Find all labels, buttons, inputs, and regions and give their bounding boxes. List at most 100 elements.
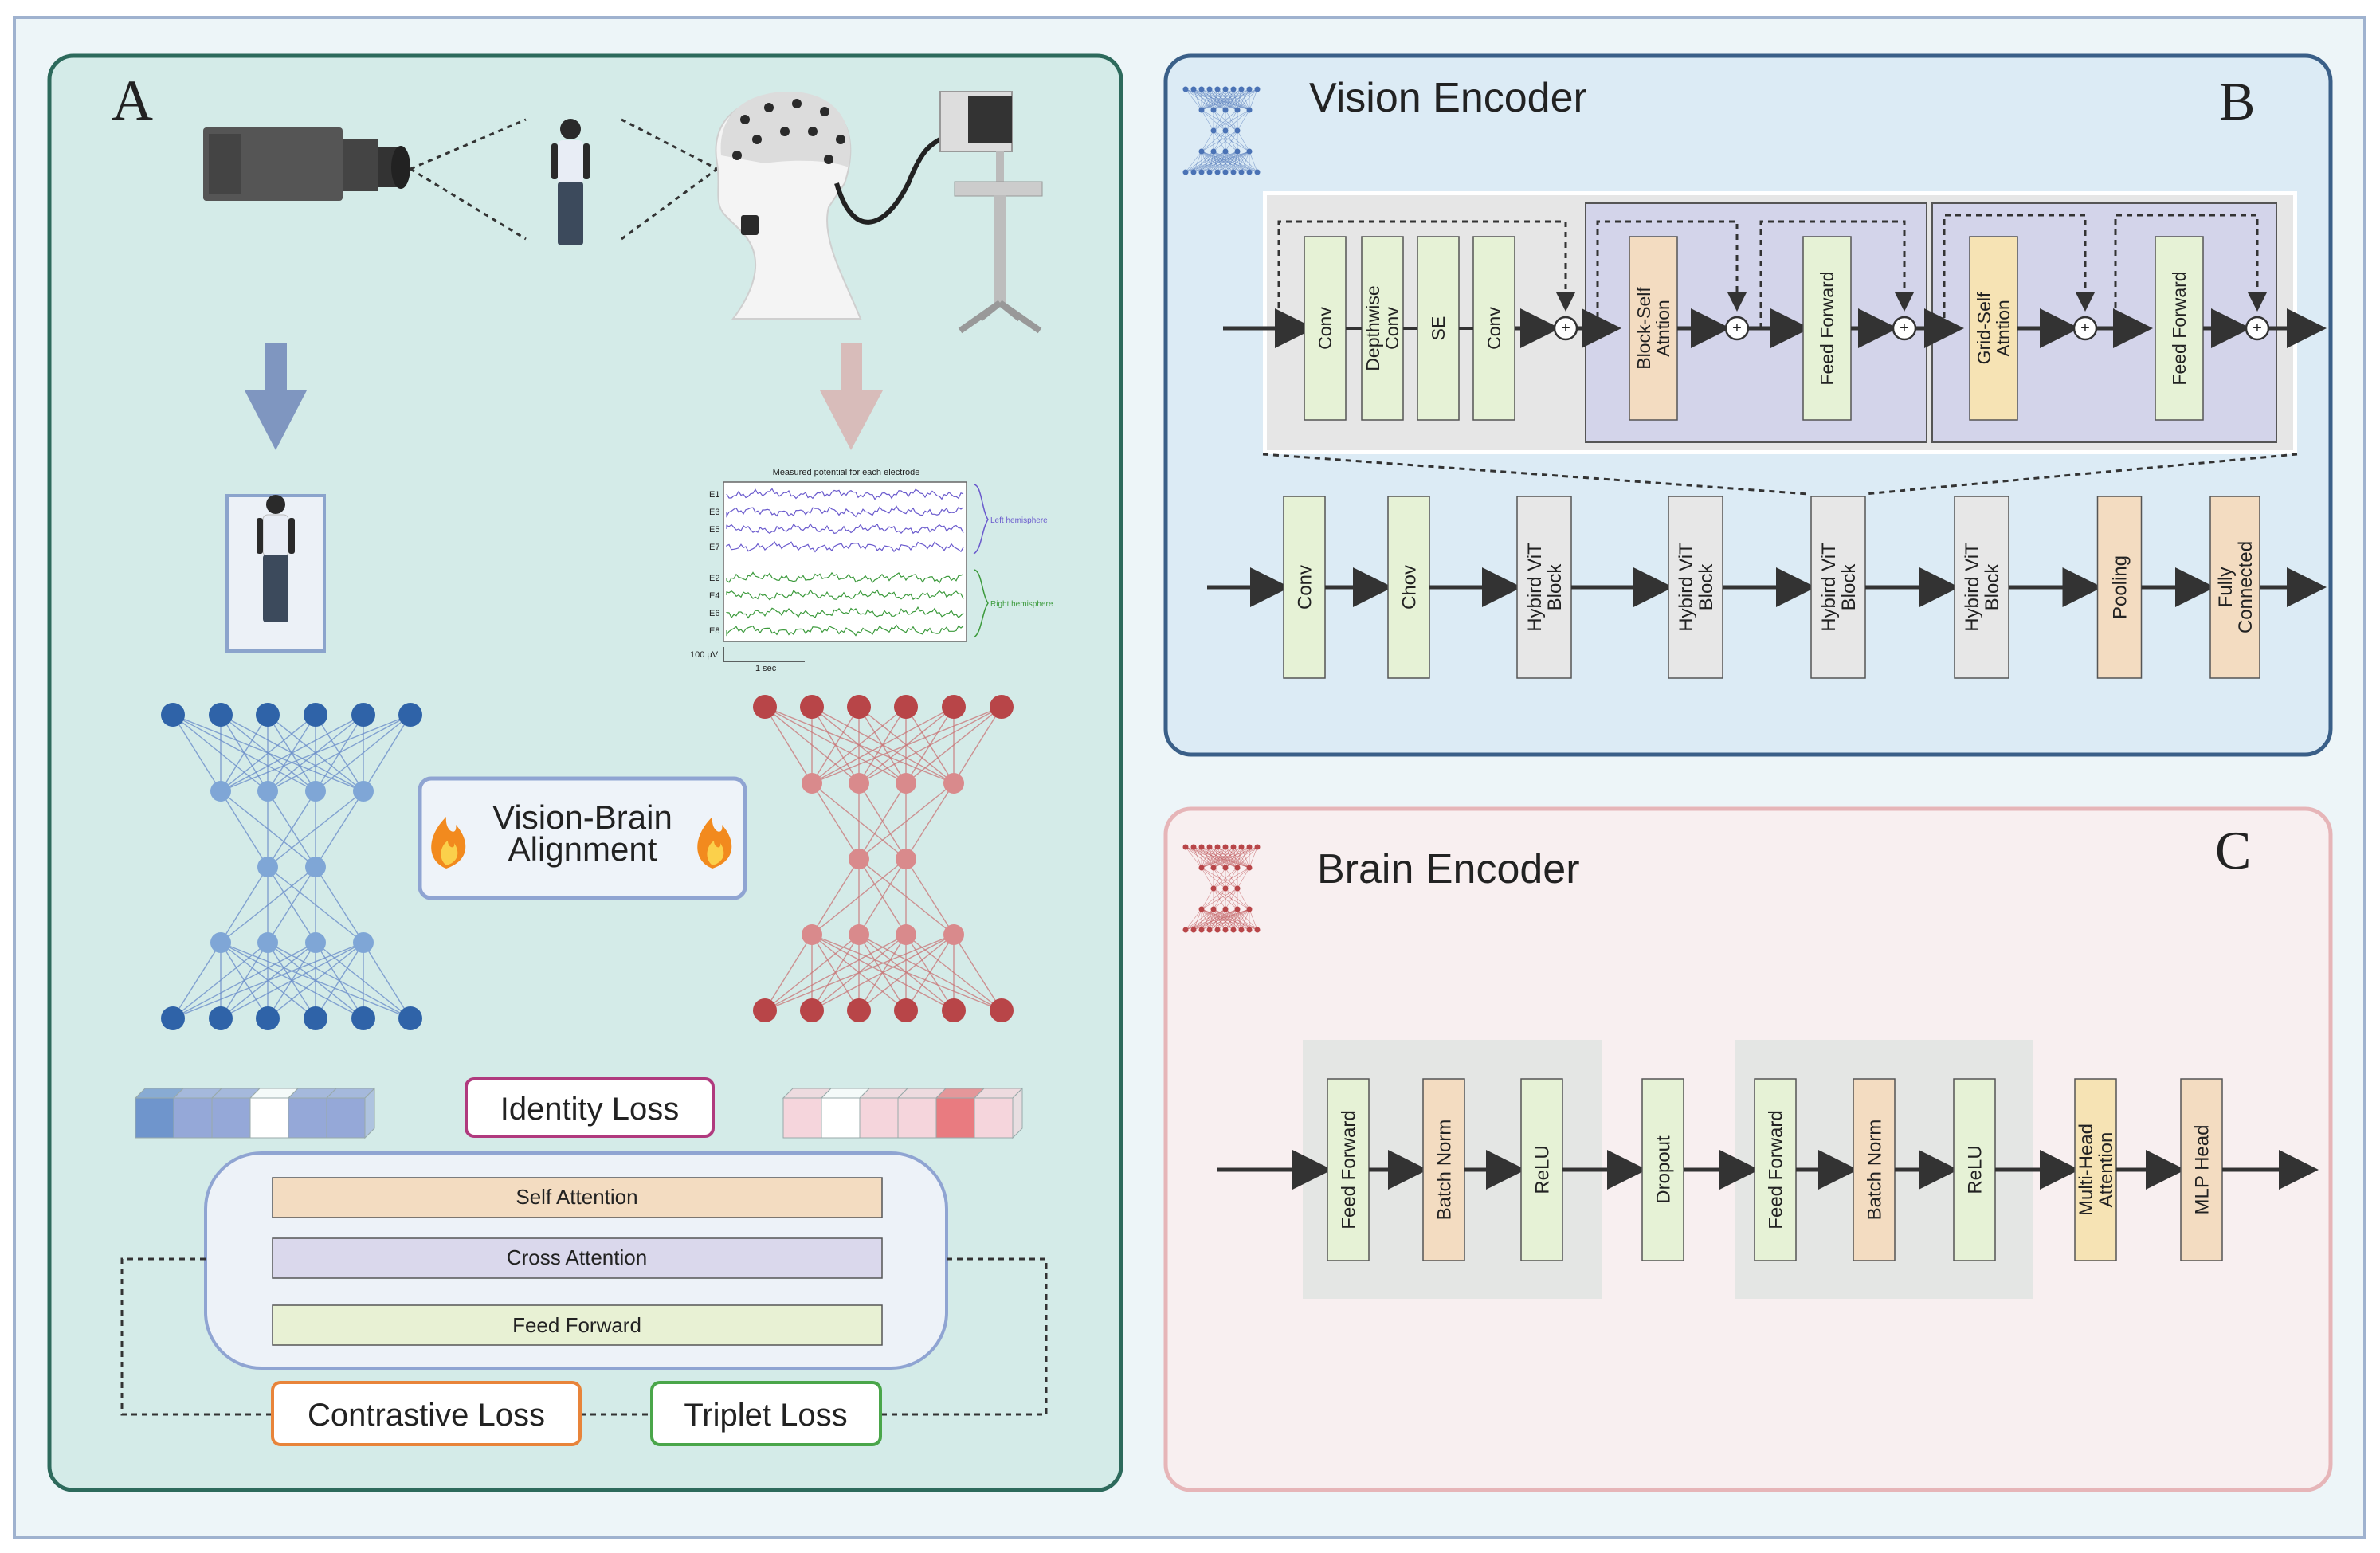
block-self-attention-label: Block-SelfAtntion [1633, 287, 1673, 370]
vision-embedding-cubes [134, 1087, 376, 1139]
left-hemisphere-label: Left hemisphere [990, 516, 1048, 525]
svg-text:+: + [1900, 320, 1909, 337]
network-node [353, 932, 374, 953]
person-icon [551, 119, 590, 245]
grid-self-attention: Grid-SelfAtntion [1969, 236, 2018, 421]
panel-c-title: Brain Encoder [1317, 846, 1580, 892]
contrastive-loss-label: Contrastive Loss [308, 1398, 545, 1433]
self-attention-layer [272, 1177, 883, 1218]
add-node-icon: + [2072, 316, 2098, 341]
identity-loss-label: Identity Loss [500, 1092, 680, 1127]
vision-down-arrow [245, 343, 307, 450]
network-node [847, 695, 871, 719]
brain-layer-9-label: MLP Head [2191, 1125, 2213, 1215]
network-node [351, 703, 375, 727]
identity-loss-box [465, 1077, 715, 1138]
embedding-cube [287, 1088, 338, 1139]
svg-text:+: + [1561, 320, 1570, 337]
brain-layer-2-label: Batch Norm [1433, 1120, 1455, 1221]
pipeline-8: FullyConnected [2209, 496, 2260, 679]
electrode-label: E7 [709, 543, 719, 552]
brain-layer-5-label: Feed Forward [1765, 1110, 1786, 1229]
panel-c-letter: C [2215, 820, 2251, 880]
residual-connection [2114, 214, 2267, 328]
contrastive-loss-box [271, 1381, 582, 1446]
network-node [305, 932, 326, 953]
residual-connection [1596, 220, 1747, 328]
grid-feed-forward: Feed Forward [2155, 236, 2204, 421]
mbconv-3: SE [1417, 236, 1460, 421]
network-node [802, 924, 822, 945]
electrode-label: E3 [709, 508, 719, 517]
network-node [753, 998, 777, 1022]
network-node [209, 1006, 233, 1030]
pipeline-6: Hybird ViTBlock [1954, 496, 2009, 679]
network-node [894, 998, 918, 1022]
brain-layer-1-label: Feed Forward [1338, 1110, 1359, 1229]
eeg-trace [726, 624, 964, 637]
grid-self-attention-label: Grid-SelfAtntion [1974, 292, 2013, 364]
network-node [161, 1006, 185, 1030]
cross-attention-layer [272, 1237, 883, 1279]
block-feed-forward-label: Feed Forward [1817, 271, 1837, 385]
mbconv-1: Conv [1304, 236, 1347, 421]
embedding-cube [896, 1088, 947, 1139]
brain-layer-9: MLP Head [2180, 1078, 2223, 1261]
network-node [847, 998, 871, 1022]
vision-encoder-network-icon [1182, 86, 1261, 175]
residual-connection [1277, 220, 1575, 328]
electrode-label: E1 [709, 490, 719, 500]
brain-layer-1: Feed Forward [1327, 1078, 1370, 1261]
mbconv-1-label: Conv [1315, 307, 1335, 350]
svg-text:+: + [1732, 320, 1742, 337]
brain-layer-5: Feed Forward [1754, 1078, 1797, 1261]
brain-layer-6: Batch Norm [1853, 1078, 1896, 1261]
pipeline-6-label: Hybird ViTBlock [1962, 543, 2003, 632]
pipeline-2-label: Chov [1398, 565, 1420, 610]
embedding-cube [210, 1088, 261, 1139]
eeg-trace [726, 523, 964, 535]
network-node [210, 932, 231, 953]
pipeline-5-label: Hybird ViTBlock [1818, 543, 1860, 632]
block-feed-forward: Feed Forward [1802, 236, 1852, 421]
network-node [256, 703, 280, 727]
scale-time-label: 1 sec [755, 664, 777, 673]
alignment-line-1: Vision-Brain [492, 798, 672, 836]
flame-icon [697, 817, 732, 869]
network-node [304, 703, 327, 727]
network-node [802, 773, 822, 794]
grid-feed-forward-label: Feed Forward [2169, 271, 2190, 385]
triplet-loss-box [650, 1381, 882, 1446]
electrode-label: E8 [709, 626, 719, 636]
pipeline-4: Hybird ViTBlock [1668, 496, 1723, 679]
network-node [257, 932, 278, 953]
network-node [353, 781, 374, 802]
network-node [849, 849, 869, 869]
brain-layer-4-label: Dropout [1653, 1135, 1674, 1204]
network-node [304, 1006, 327, 1030]
pipeline-3-label: Hybird ViTBlock [1524, 543, 1566, 632]
electrode-label: E4 [709, 591, 719, 601]
panel-b-title: Vision Encoder [1309, 75, 1587, 121]
network-node [896, 849, 916, 869]
eeg-trace [726, 571, 964, 584]
network-node [990, 695, 1014, 719]
triplet-loss-label: Triplet Loss [684, 1398, 847, 1433]
brain-layer-4: Dropout [1641, 1078, 1684, 1261]
vision-brain-alignment-box [418, 776, 747, 900]
add-node-icon: + [1553, 316, 1578, 341]
camera-icon [203, 127, 410, 201]
brain-layer-6-label: Batch Norm [1864, 1120, 1885, 1221]
network-node [943, 773, 964, 794]
network-node [210, 781, 231, 802]
network-node [800, 998, 824, 1022]
feed-forward-label: Feed Forward [512, 1313, 641, 1337]
network-node [894, 695, 918, 719]
brain-layer-7: ReLU [1953, 1078, 1996, 1261]
pipeline-4-label: Hybird ViTBlock [1676, 543, 1717, 632]
eeg-cap-head-icon [715, 92, 958, 320]
brain-layer-8-label: Multi-HeadAttention [2076, 1124, 2117, 1216]
network-node [256, 1006, 280, 1030]
camera-view-lines [410, 118, 718, 241]
eeg-trace [726, 505, 964, 518]
